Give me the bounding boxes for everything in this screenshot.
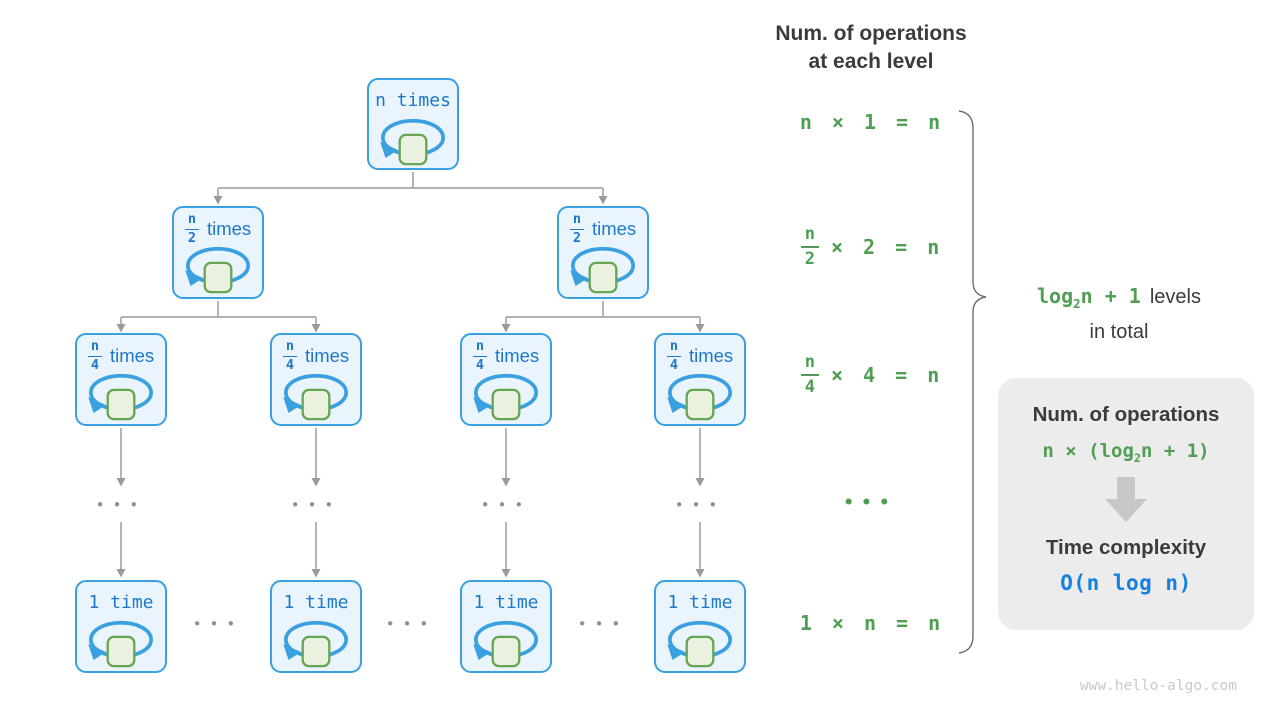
loop-icon [570,246,635,294]
loop-icon [283,373,348,421]
tree-node-bottom-0: 1 time [75,580,167,673]
ellipsis-col-2: ••• [480,496,532,514]
loop-icon [473,620,538,668]
node-label: 1 time [667,592,733,613]
summary-ops-formula: n × (log2n + 1) [1042,440,1210,465]
column-header: Num. of operations at each level [736,20,1006,76]
loop-icon [667,373,732,421]
down-arrow-icon [1105,476,1147,522]
loop-icon [473,373,538,421]
summary-box: Num. of operations n × (log2n + 1) Time … [998,378,1254,630]
tree-node-bottom-1: 1 time [270,580,362,673]
equation-ellipsis: ••• [843,493,897,513]
tree-node-bottom-3: 1 time [654,580,746,673]
ellipsis-bottom-1: ••• [385,615,437,633]
levels-note-line2: in total [1089,321,1149,343]
summary-ops-title: Num. of operations [1032,403,1220,426]
loop-icon [88,620,153,668]
ellipsis-bottom-2: ••• [577,615,629,633]
summary-tc-title: Time complexity [1045,535,1207,559]
curly-brace [958,110,987,654]
loop-icon [667,620,732,668]
ellipsis-bottom-0: ••• [192,615,244,633]
column-header-line1: Num. of operations [775,22,967,45]
ellipsis-col-3: ••• [674,496,726,514]
tree-node-bottom-2: 1 time [460,580,552,673]
ellipsis-col-0: ••• [95,496,147,514]
loop-icon [185,246,250,294]
loop-icon [380,118,445,166]
ellipsis-col-1: ••• [290,496,342,514]
levels-formula: log2n + 1 [1037,284,1141,311]
node-label: 1 time [88,592,154,613]
equation-bottom: 1 × n = n [799,611,941,635]
summary-tc-formula: O(n log n) [1060,570,1192,595]
column-header-line2: at each level [808,50,934,73]
tree-node-root: n times [367,78,459,170]
arrowheads [116,196,705,578]
watermark: www.hello-algo.com [1079,678,1237,694]
node-label: 1 time [473,592,539,613]
node-label: n times [375,90,451,111]
loop-icon [283,620,348,668]
node-label: 1 time [283,592,349,613]
loop-icon [88,373,153,421]
equation-level-1: n × 1 = n [799,110,941,134]
